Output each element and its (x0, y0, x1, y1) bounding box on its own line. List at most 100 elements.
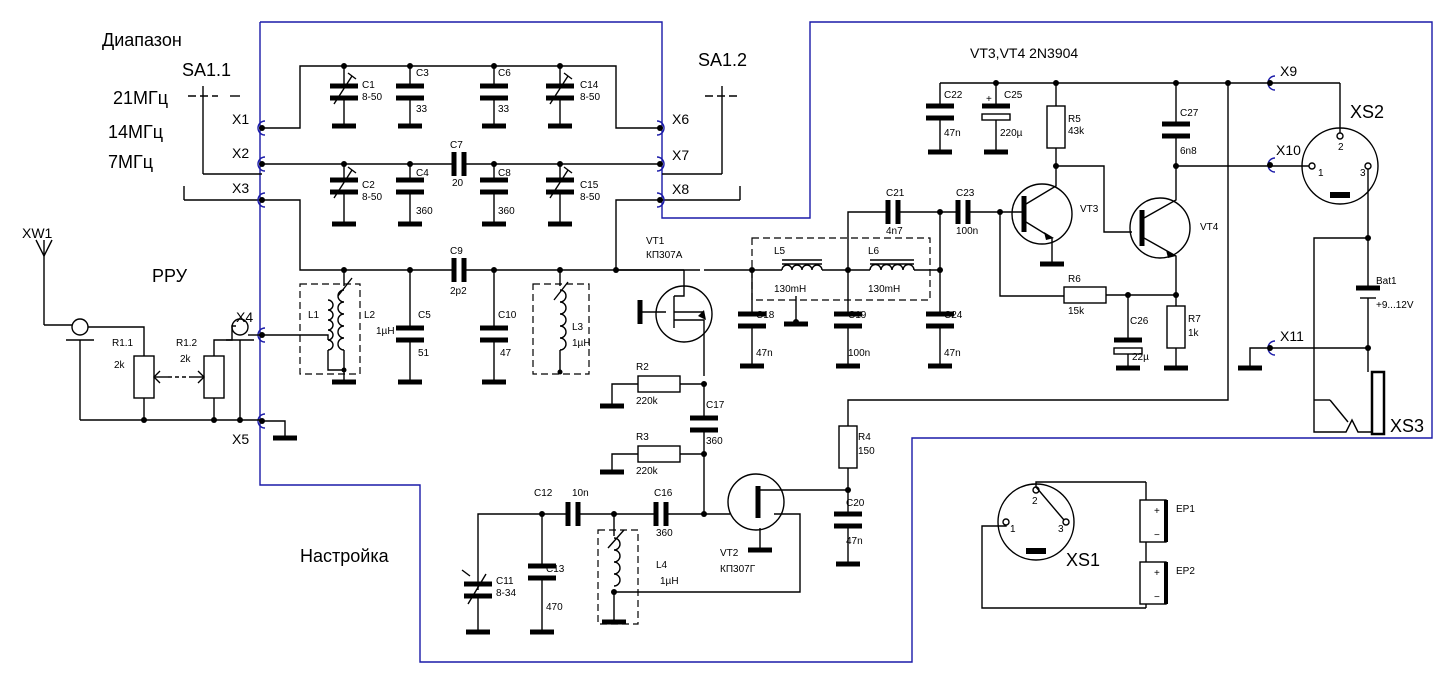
c6-value: 33 (498, 104, 510, 115)
connector-xs1 (981, 481, 1147, 609)
c2-value: 8-50 (362, 192, 382, 203)
c10-label: C10 (498, 310, 517, 321)
lowpass-wiring (704, 209, 1064, 322)
inductor-l3-value: 1µH (572, 338, 591, 349)
inductor-l3-label: L3 (572, 322, 584, 333)
c15-label: C15 (580, 180, 599, 191)
capacitor-c2 (330, 166, 358, 227)
c6-label: C6 (498, 68, 511, 79)
resistor-r3 (600, 445, 704, 475)
r3-value: 220k (636, 466, 659, 477)
l5-value: 130mH (774, 284, 806, 295)
c9-label: C9 (450, 246, 463, 257)
pad-x9-label: X9 (1280, 63, 1297, 79)
c17-value: 360 (706, 436, 723, 447)
c16-label: C16 (654, 488, 673, 499)
transistor-vt4 (1129, 166, 1191, 296)
r12-label: R1.2 (176, 338, 198, 349)
inductor-l2-value: 1µH (376, 326, 395, 337)
inductor-l3 (532, 281, 590, 375)
c11-label: C11 (496, 576, 514, 587)
c18-label: C18 (756, 310, 775, 321)
pad-x4-label: X4 (236, 309, 253, 325)
c17-label: C17 (706, 400, 725, 411)
capacitor-c23 (955, 200, 971, 224)
bandpass-wiring (262, 63, 700, 380)
xs1-pin1: 1 (1010, 524, 1016, 535)
r2-value: 220k (636, 396, 659, 407)
c9-value: 2p2 (450, 286, 467, 297)
capacitor-c17 (690, 384, 718, 514)
xs1-label: XS1 (1066, 550, 1100, 570)
band-title: Диапазон (102, 30, 182, 50)
band-21-label: 21МГц (113, 88, 168, 108)
svg-text:+: + (986, 94, 992, 105)
vt3-label: VT3 (1080, 204, 1099, 215)
xs1-pin3: 3 (1058, 524, 1064, 535)
capacitor-c27 (1162, 121, 1270, 169)
transistor-vt3 (1000, 165, 1132, 267)
c24-label: C24 (944, 310, 963, 321)
l4-value: 1µH (660, 576, 679, 587)
ep2-label: EP2 (1176, 566, 1195, 577)
earphone-ep1: + − (1139, 499, 1168, 543)
vt1-label: VT1 (646, 236, 665, 247)
r4-value: 150 (858, 446, 875, 457)
c3-label: C3 (416, 68, 429, 79)
resistor-r5 (1046, 105, 1066, 169)
switch-sa12-label: SA1.2 (698, 50, 747, 70)
pad-x10-label: X10 (1276, 142, 1301, 158)
c26-label: C26 (1130, 316, 1149, 327)
r4-label: R4 (858, 432, 871, 443)
pad-x10 (1267, 157, 1276, 173)
tuning-label: Настройка (300, 546, 390, 566)
r12-value: 2k (180, 354, 192, 365)
c1-value: 8-50 (362, 92, 382, 103)
battery-bat1 (1270, 235, 1380, 400)
c27-value: 6n8 (1180, 146, 1197, 157)
svg-text:+: + (1154, 506, 1160, 517)
c16-value: 360 (656, 528, 673, 539)
inductor-l1-l2 (262, 277, 361, 385)
capacitor-c9 (451, 258, 467, 282)
r5-value: 43k (1068, 126, 1085, 137)
inductor-l5 (781, 259, 823, 271)
resistor-r7 (1164, 296, 1188, 371)
c14-value: 8-50 (580, 92, 600, 103)
antenna-xw1 (35, 239, 262, 421)
capacitor-c24 (926, 311, 954, 369)
r6-label: R6 (1068, 274, 1081, 285)
r11-value: 2k (114, 360, 126, 371)
c11-value: 8-34 (496, 588, 516, 599)
c4-label: C4 (416, 168, 429, 179)
bat1-value: +9...12V (1376, 300, 1414, 311)
vt1-value: КП307А (646, 250, 683, 261)
r6-value: 15k (1068, 306, 1085, 317)
capacitor-c14 (546, 72, 574, 129)
l6-label: L6 (868, 246, 880, 257)
transistor-vt1 (616, 269, 713, 376)
r2-label: R2 (636, 362, 649, 373)
c3-value: 33 (416, 104, 428, 115)
pad-x1-label: X1 (232, 111, 249, 127)
inductor-l4 (597, 529, 639, 625)
c8-value: 360 (498, 206, 515, 217)
capacitor-c15 (546, 166, 574, 227)
c20-value: 47n (846, 536, 863, 547)
vt2-value: КП307Г (720, 564, 756, 575)
earphone-ep2: + − (1139, 561, 1168, 605)
c22-value: 47n (944, 128, 961, 139)
capacitor-c19 (834, 311, 862, 369)
power-rail (939, 80, 1270, 122)
capacitor-c10 (480, 325, 508, 385)
c19-label: C19 (848, 310, 867, 321)
c27-label: C27 (1180, 108, 1199, 119)
capacitor-c12 (565, 502, 581, 526)
potentiometer-r12 (168, 325, 236, 423)
c13-label: C13 (546, 564, 565, 575)
c5-value: 51 (418, 348, 430, 359)
l6-value: 130mH (868, 284, 900, 295)
c14-label: C14 (580, 80, 599, 91)
capacitor-c4 (396, 177, 424, 227)
switch-sa11 (183, 86, 262, 201)
